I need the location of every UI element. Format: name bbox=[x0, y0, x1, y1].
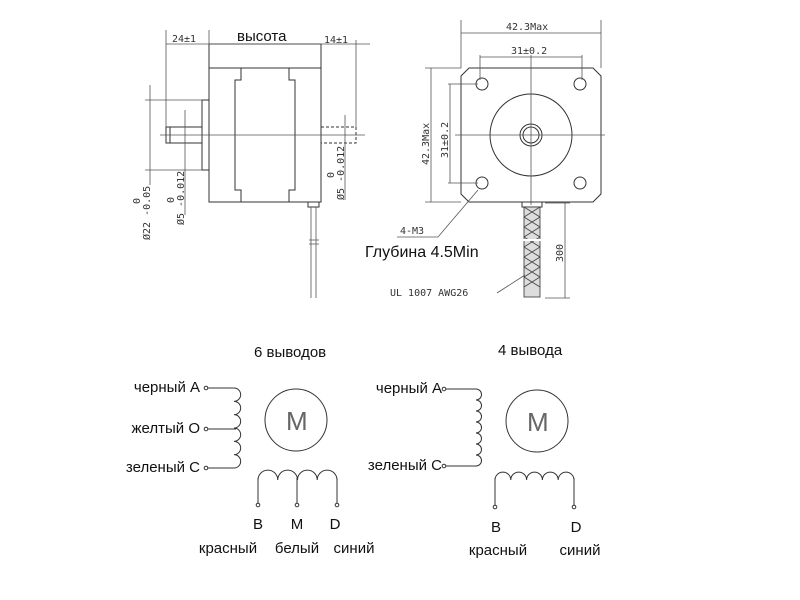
front-view: 42.3Max 31±0.2 42.3Max 31±0.2 4-M3 Глуби… bbox=[365, 20, 605, 299]
lead-label: желтый O bbox=[132, 420, 201, 437]
shaft-diameter-right-label: Ø5 -0.012 bbox=[335, 146, 347, 200]
height-label: высота bbox=[237, 28, 287, 45]
wiring-6-title: 6 выводов bbox=[254, 344, 326, 361]
shaft-tol-left-label: 0 bbox=[166, 197, 177, 203]
shaft-diameter-left-label: Ø5 -0.012 bbox=[175, 171, 187, 225]
terminal-letter: D bbox=[571, 519, 582, 536]
motor-letter: M bbox=[527, 407, 549, 437]
dim-hole-spacing-h-label: 31±0.2 bbox=[511, 46, 547, 57]
side-view: 24±1 высота 14±1 Ø22 -0.05 0 Ø5 -0.012 0… bbox=[132, 28, 370, 298]
cable-label: UL 1007 AWG26 bbox=[390, 288, 468, 299]
coil-vertical bbox=[475, 388, 482, 467]
terminal-color: синий bbox=[560, 542, 601, 559]
lead-label: зеленый C bbox=[368, 457, 442, 474]
lead-label: черный A bbox=[376, 380, 442, 397]
motor-symbol bbox=[505, 389, 569, 453]
terminal-letter: B bbox=[253, 516, 263, 533]
flange bbox=[460, 67, 602, 203]
boss-tol-label: 0 bbox=[132, 198, 143, 204]
boss-diameter-label: Ø22 -0.05 bbox=[141, 186, 153, 240]
holes-leader bbox=[397, 189, 479, 238]
motor-symbol bbox=[264, 388, 328, 452]
coil-vertical bbox=[233, 387, 242, 469]
wiring-4-lead: 4 вывода M черный A зеленый C B D красны… bbox=[368, 342, 601, 559]
wiring-6-lead: 6 выводов M черный A желтый O зеленый C … bbox=[126, 344, 375, 557]
terminal-color: красный bbox=[199, 540, 257, 557]
coil-horizontal bbox=[494, 471, 575, 481]
holes-label: 4-M3 bbox=[400, 226, 424, 237]
terminal-letter: M bbox=[291, 516, 304, 533]
cable-leader bbox=[496, 274, 526, 294]
dim-height-label: 42.3Max bbox=[421, 123, 432, 165]
dim-hole-spacing-v-label: 31±0.2 bbox=[440, 122, 451, 158]
side-cable bbox=[309, 207, 319, 298]
dim-rear-label: 24±1 bbox=[172, 34, 196, 45]
motor-letter: M bbox=[286, 406, 308, 436]
cable-length-label: 300 bbox=[555, 244, 566, 262]
shaft-tol-right-label: 0 bbox=[326, 172, 337, 178]
front-cable bbox=[522, 206, 542, 298]
terminal-letter: B bbox=[491, 519, 501, 536]
terminal-color: синий bbox=[334, 540, 375, 557]
wiring-4-title: 4 вывода bbox=[498, 342, 563, 359]
dim-shaft-label: 14±1 bbox=[324, 35, 348, 46]
lead-label: зеленый C bbox=[126, 459, 200, 476]
terminal-letter: D bbox=[330, 516, 341, 533]
dim-width-label: 42.3Max bbox=[506, 22, 548, 33]
terminal-color: красный bbox=[469, 542, 527, 559]
depth-label: Глубина 4.5Min bbox=[365, 244, 479, 261]
terminal-color: белый bbox=[275, 540, 319, 557]
lead-label: черный A bbox=[134, 379, 200, 396]
